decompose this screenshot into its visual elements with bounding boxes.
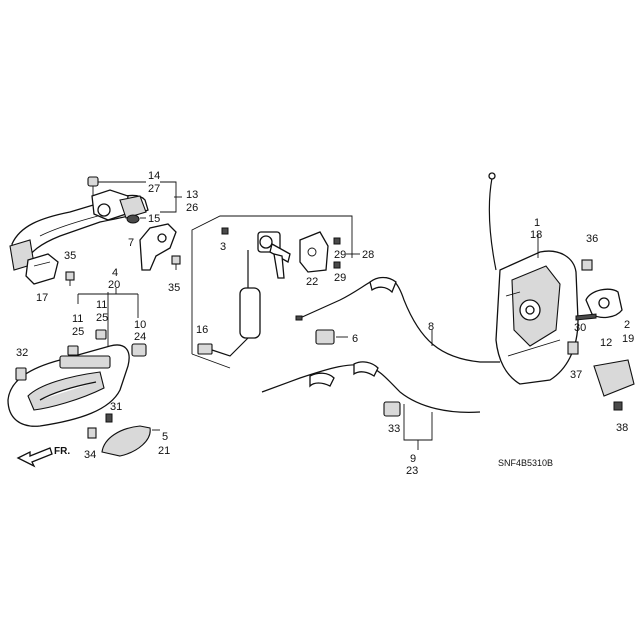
label-2: 2 <box>624 319 630 331</box>
label-29-a: 29 <box>334 249 346 261</box>
label-7: 7 <box>128 237 134 249</box>
label-30: 30 <box>574 322 586 334</box>
clip-11-25-a <box>67 345 79 356</box>
label-3: 3 <box>220 241 226 253</box>
holder-10-24 <box>131 343 147 357</box>
screw-35-b <box>171 255 181 270</box>
label-9: 9 <box>410 453 416 465</box>
screw-36 <box>581 259 593 271</box>
label-38: 38 <box>616 422 628 434</box>
label-11-a: 11 <box>72 313 83 325</box>
label-18: 18 <box>530 229 542 241</box>
label-37: 37 <box>570 369 582 381</box>
label-10: 10 <box>134 319 146 331</box>
clip-11-25-b <box>95 329 107 340</box>
callout-lines <box>77 181 539 450</box>
label-24: 24 <box>134 331 146 343</box>
label-32: 32 <box>16 347 28 359</box>
inner-handle-assembly <box>7 344 130 427</box>
cover-17 <box>25 253 59 285</box>
label-22: 22 <box>306 276 318 288</box>
label-33: 33 <box>388 423 400 435</box>
clip-32 <box>15 367 27 381</box>
label-34: 34 <box>84 449 96 461</box>
label-21: 21 <box>158 445 170 457</box>
screw-29-a <box>333 237 341 245</box>
bracket-7 <box>139 223 177 271</box>
clip-14 <box>87 176 99 196</box>
striker-12 <box>585 288 623 319</box>
label-25-a: 25 <box>72 326 84 338</box>
label-23: 23 <box>406 465 418 477</box>
label-11-b: 11 <box>96 299 107 311</box>
label-13: 13 <box>186 189 198 201</box>
label-35-b: 35 <box>168 282 180 294</box>
label-4: 4 <box>112 267 118 279</box>
label-19: 19 <box>622 333 634 345</box>
label-12: 12 <box>600 337 612 349</box>
label-5: 5 <box>162 431 168 443</box>
label-8: 8 <box>428 321 434 333</box>
front-direction-label: FR. <box>54 446 70 457</box>
cable-8 <box>295 276 500 363</box>
screw-29-b <box>333 261 341 269</box>
door-lock-actuator <box>488 172 579 385</box>
screw-30 <box>575 313 597 321</box>
bracket-22 <box>299 231 329 273</box>
label-20: 20 <box>108 279 120 291</box>
cover-2-19 <box>593 359 635 397</box>
clip-34 <box>87 427 97 439</box>
front-direction-arrow: FR. <box>16 446 70 468</box>
label-26: 26 <box>186 202 198 214</box>
label-25-b: 25 <box>96 312 108 324</box>
label-6: 6 <box>352 333 358 345</box>
label-27: 27 <box>148 183 160 195</box>
part-labels: 14 27 13 26 15 7 35 35 17 4 20 11 25 11 … <box>16 170 634 477</box>
key-cylinder-group <box>191 215 353 369</box>
screw-38 <box>613 401 623 411</box>
diagram-code: SNF4B5310B <box>498 458 553 468</box>
washer-15 <box>126 214 140 224</box>
cover-5-21 <box>101 425 151 457</box>
outer-handle-assembly <box>9 189 149 271</box>
label-28: 28 <box>362 249 374 261</box>
label-1: 1 <box>534 217 540 229</box>
bolt-37 <box>567 341 579 355</box>
label-16: 16 <box>196 324 208 336</box>
screw-31 <box>105 413 113 423</box>
label-29-b: 29 <box>334 272 346 284</box>
label-17: 17 <box>36 292 48 304</box>
label-35-a: 35 <box>64 250 76 262</box>
label-31: 31 <box>110 401 122 413</box>
screw-35-a <box>65 271 75 286</box>
cable-9-23 <box>261 361 481 413</box>
label-36: 36 <box>586 233 598 245</box>
holder-6 <box>315 329 335 345</box>
label-14: 14 <box>148 170 160 182</box>
holder-33 <box>383 401 401 417</box>
label-15: 15 <box>148 213 160 225</box>
